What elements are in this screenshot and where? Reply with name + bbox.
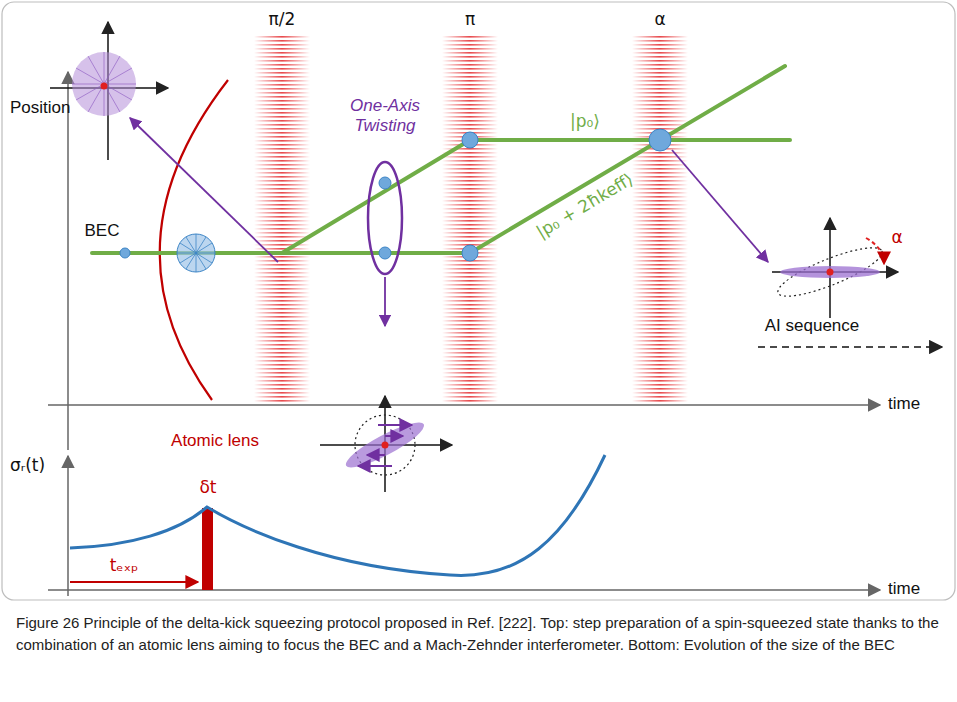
kick-label: δt xyxy=(199,478,216,498)
state-label: |p₀ + 2ħkeff⟩ xyxy=(533,170,637,243)
pointer-arrow xyxy=(130,118,278,262)
angle-label: α xyxy=(891,228,902,248)
dotted-ellipse xyxy=(773,239,887,305)
pulse-label: α xyxy=(654,10,665,30)
laser-pulse xyxy=(254,36,310,402)
axis-title: Position xyxy=(10,98,70,118)
pointer-arrow xyxy=(384,277,386,326)
twist-arrow xyxy=(367,454,385,456)
wigner-rotated xyxy=(772,218,898,318)
axis-title: time xyxy=(888,394,920,414)
arm-line xyxy=(470,138,790,142)
lens-curve xyxy=(160,80,228,400)
duration-arrow xyxy=(70,581,198,583)
axis-line xyxy=(67,456,69,596)
figure-caption: Figure 26 Principle of the delta-kick sq… xyxy=(16,612,941,656)
twist-arrow xyxy=(378,424,412,426)
pointer-arrow xyxy=(672,150,768,262)
twist-arrow xyxy=(385,435,403,437)
atom-cloud xyxy=(177,234,215,272)
laser-pulse xyxy=(632,36,688,402)
dotted-circle xyxy=(355,415,415,475)
squeezed-ellipse xyxy=(341,416,428,475)
arm-line xyxy=(282,140,470,253)
atom-cloud xyxy=(379,247,391,259)
sequence-label: AI sequence xyxy=(765,316,860,336)
duration-label: tₑₓₚ xyxy=(110,556,139,576)
axis-line xyxy=(48,589,880,591)
interferometer-arms xyxy=(92,66,790,253)
state-label: |p₀⟩ xyxy=(570,112,600,132)
axis-line xyxy=(48,404,880,406)
wigner-coherent xyxy=(50,22,168,160)
pulse-label: π xyxy=(465,10,475,30)
disc-rays xyxy=(72,52,136,116)
center-dot xyxy=(382,442,389,449)
atom-cloud xyxy=(120,248,130,258)
top-axes xyxy=(48,72,880,450)
axis-title: time xyxy=(888,579,920,599)
wigner-twisting xyxy=(320,396,452,492)
atom-cloud xyxy=(462,132,478,148)
center-dot xyxy=(101,83,108,90)
twist-arrow xyxy=(358,465,392,467)
sequence-arrow xyxy=(758,346,942,348)
cloud-rays xyxy=(177,234,215,272)
rotation-arrow xyxy=(866,238,884,264)
atom-cloud xyxy=(379,177,391,189)
caption-text: Figure 26 Principle of the delta-kick sq… xyxy=(16,614,939,653)
arm-line xyxy=(470,66,785,253)
size-curve xyxy=(70,455,605,575)
state-disc xyxy=(72,52,136,116)
cloud-label: BEC xyxy=(85,221,120,241)
atom-cloud xyxy=(462,245,478,261)
axis-line xyxy=(67,72,69,450)
center-dot xyxy=(827,269,834,276)
laser-pulse xyxy=(442,36,498,402)
atom-clouds xyxy=(120,129,671,272)
kick-bar xyxy=(202,508,213,590)
lens-label: Atomic lens xyxy=(171,431,259,451)
process-label: One-Axis Twisting xyxy=(335,96,435,135)
squeezed-ellipse xyxy=(780,266,880,278)
laser-pulses xyxy=(254,36,688,402)
bottom-axes xyxy=(48,456,880,596)
axis-title: σᵣ(t) xyxy=(10,456,45,476)
pulse-label: π/2 xyxy=(269,10,296,30)
twisting-ellipse xyxy=(368,162,402,274)
figure-frame xyxy=(2,2,955,600)
atom-cloud xyxy=(649,129,671,151)
